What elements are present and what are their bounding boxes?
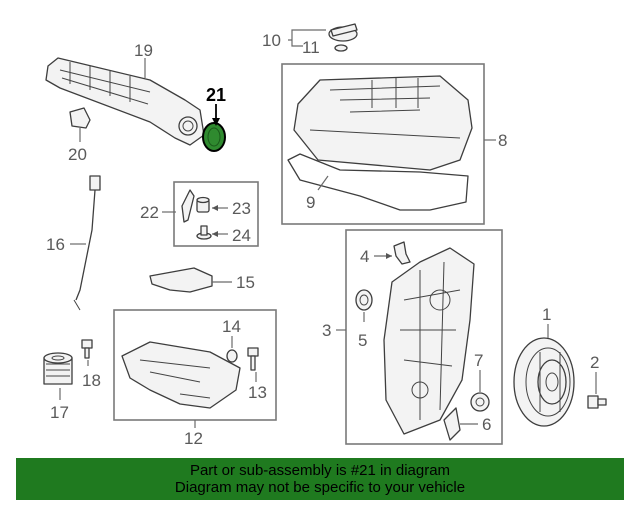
part-7-oil-seal [470, 392, 490, 412]
part-16-oil-dipstick [73, 175, 101, 311]
callout-1: 1 [542, 305, 551, 324]
part-9-head-cover-gasket [287, 153, 469, 211]
callout-4: 4 [360, 247, 369, 266]
callout-11: 11 [302, 38, 320, 57]
callout-12: 12 [184, 429, 203, 448]
callout-17: 17 [50, 403, 69, 422]
leader-4-arrowhead [386, 253, 392, 259]
leader-10-11 [288, 29, 326, 47]
box-timing-cover [345, 229, 503, 445]
highlight-banner: Part or sub-assembly is #21 in diagram D… [16, 458, 624, 500]
leader-9 [317, 175, 329, 191]
callout-9: 9 [306, 193, 315, 212]
part-15-baffle-plate [149, 267, 213, 293]
leader-24-arrowhead [212, 231, 218, 237]
box-head-cover [281, 63, 485, 225]
callout-22: 22 [140, 203, 159, 222]
callout-10: 10 [262, 31, 281, 50]
part-13-drain-bolt [247, 347, 259, 371]
callout-2: 2 [590, 353, 599, 372]
part-10-oil-filler-cap [328, 23, 358, 42]
part-14-drain-washer [226, 349, 238, 363]
callout-7: 7 [474, 351, 483, 370]
part-6-gasket [443, 407, 461, 441]
callout-21: 21 [206, 85, 226, 105]
part-21-seal-inner [207, 127, 221, 147]
callout-24: 24 [232, 226, 251, 245]
callout-23: 23 [232, 199, 251, 218]
part-18-plug [81, 339, 93, 359]
part-4-sensor [393, 241, 411, 265]
part-17-oil-filter [43, 352, 73, 385]
banner-line-2: Diagram may not be specific to your vehi… [174, 479, 466, 496]
callout-8: 8 [498, 131, 507, 150]
part-12-oil-pan [121, 341, 241, 409]
part-23-bushing [196, 196, 210, 213]
part-11-seal [334, 44, 348, 52]
callout-14: 14 [222, 317, 241, 336]
callout-20: 20 [68, 145, 87, 164]
part-22-bracket [181, 189, 195, 223]
part-3-timing-chain-cover [383, 247, 475, 435]
part-19-intake-manifold [45, 57, 205, 146]
leader-21-arrowhead [212, 118, 220, 126]
part-20-gasket [69, 107, 91, 129]
banner-line-1: Part or sub-assembly is #21 in diagram [189, 462, 451, 479]
part-2-pulley-bolt [587, 395, 607, 409]
callout-16: 16 [46, 235, 65, 254]
box-bracket [173, 181, 259, 247]
part-5-seal [355, 289, 373, 311]
callout-5: 5 [358, 331, 367, 350]
callout-19: 19 [134, 41, 153, 60]
callout-18: 18 [82, 371, 101, 390]
callout-6: 6 [482, 415, 491, 434]
callout-15: 15 [236, 273, 255, 292]
leader-23-arrowhead [212, 205, 218, 211]
callout-3: 3 [322, 321, 331, 340]
part-21-seal [202, 122, 226, 152]
callout-13: 13 [248, 383, 267, 402]
part-24-bolt [196, 225, 212, 240]
part-8-cylinder-head-cover [293, 75, 473, 171]
part-1-crankshaft-pulley [513, 337, 575, 427]
